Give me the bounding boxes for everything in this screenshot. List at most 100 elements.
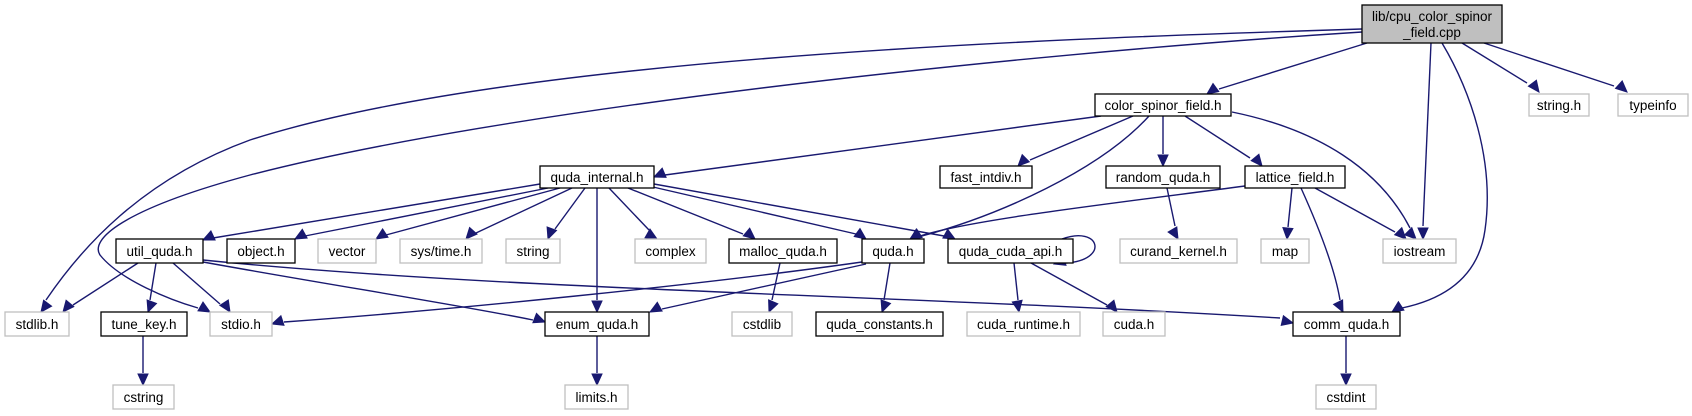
arrowhead-icon xyxy=(591,300,603,314)
node-box[interactable] xyxy=(100,311,188,337)
edge-line xyxy=(653,183,945,237)
node-malloc-quda-h[interactable]: malloc_quda.h xyxy=(728,238,838,264)
edge-quda-internal-h-to-util-quda-h xyxy=(201,183,541,241)
node-limits-h: limits.h xyxy=(564,384,629,410)
edge-line xyxy=(883,262,891,301)
node-root[interactable]: lib/cpu_color_spinor_field.cpp xyxy=(1361,4,1503,44)
node-box xyxy=(1617,93,1689,117)
edge-color-spinor-field-h-to-random-quda-h xyxy=(1157,116,1169,168)
node-box[interactable] xyxy=(1094,93,1232,117)
arrowhead-icon xyxy=(1417,227,1429,241)
node-fast-intdiv-h[interactable]: fast_intdiv.h xyxy=(939,165,1033,189)
edge-line xyxy=(1401,42,1488,309)
node-box xyxy=(209,311,273,337)
edge-line xyxy=(212,183,541,239)
edge-util-quda-h-to-tune-key-h xyxy=(146,262,158,314)
arrowhead-icon xyxy=(1332,299,1344,314)
arrowhead-icon xyxy=(532,312,547,324)
node-label: typeinfo xyxy=(1629,98,1676,113)
edge-lattice-field-h-to-map xyxy=(1282,187,1294,241)
node-box[interactable] xyxy=(1361,4,1503,44)
edge-quda-internal-h-to-malloc-quda-h xyxy=(627,187,756,240)
edge-util-quda-h-to-enum-quda-h xyxy=(202,261,547,324)
node-box[interactable] xyxy=(544,311,650,337)
edge-line xyxy=(1314,187,1396,233)
edge-line xyxy=(283,261,863,323)
node-box[interactable] xyxy=(861,238,925,264)
node-label: cuda_runtime.h xyxy=(977,317,1070,332)
edge-line xyxy=(1061,235,1096,264)
edge-line xyxy=(1231,111,1411,229)
edge-color-spinor-field-h-to-lattice-field-h xyxy=(1184,115,1263,167)
node-box xyxy=(634,238,707,264)
edge-line xyxy=(554,187,586,230)
arrowhead-icon xyxy=(201,229,216,241)
node-stdio-h: stdio.h xyxy=(209,311,273,337)
node-box[interactable] xyxy=(1292,311,1401,337)
edge-root-to-comm-quda-h xyxy=(1390,42,1488,313)
arrowhead-icon xyxy=(1340,373,1352,387)
edge-quda-h-to-quda-constants-h xyxy=(880,262,892,314)
edge-line xyxy=(1483,42,1615,87)
edge-line xyxy=(1287,187,1293,228)
edge-root-to-string-h xyxy=(1461,42,1540,93)
arrowhead-icon xyxy=(652,167,667,178)
edge-line xyxy=(385,187,561,236)
edge-line xyxy=(172,262,221,305)
arrowhead-icon xyxy=(1105,299,1118,313)
node-label: cstring xyxy=(124,390,164,405)
arrowhead-icon xyxy=(546,226,558,241)
edge-quda-cuda-api-h-to-cuda-runtime-h xyxy=(1011,262,1023,314)
node-lattice-field-h[interactable]: lattice_field.h xyxy=(1244,165,1346,189)
arrowhead-icon xyxy=(880,299,892,314)
node-enum-quda-h[interactable]: enum_quda.h xyxy=(544,311,650,337)
arrowhead-icon xyxy=(648,301,663,313)
node-util-quda-h[interactable]: util_quda.h xyxy=(115,238,204,264)
edge-quda-h-to-stdio-h xyxy=(270,261,863,326)
node-sys-time-h: sys/time.h xyxy=(399,238,483,264)
edge-line xyxy=(202,259,1281,319)
node-box xyxy=(399,238,483,264)
node-quda-constants-h[interactable]: quda_constants.h xyxy=(815,311,944,337)
arrowhead-icon xyxy=(465,226,478,240)
edge-line xyxy=(1461,42,1528,84)
edge-quda-h-to-enum-quda-h xyxy=(648,263,867,313)
arrowhead-icon xyxy=(591,373,603,387)
node-box[interactable] xyxy=(1105,165,1221,189)
arrowhead-icon xyxy=(146,299,158,314)
node-box[interactable] xyxy=(115,238,204,264)
node-box[interactable] xyxy=(815,311,944,337)
node-box[interactable] xyxy=(539,165,655,189)
node-quda-internal-h[interactable]: quda_internal.h xyxy=(539,165,655,189)
node-box xyxy=(1260,238,1310,264)
edge-line xyxy=(661,263,867,310)
node-label: limits.h xyxy=(575,390,617,405)
node-quda-h[interactable]: quda.h xyxy=(861,238,925,264)
node-label: curand_kernel.h xyxy=(1130,244,1227,259)
node-box[interactable] xyxy=(939,165,1033,189)
node-object-h[interactable]: object.h xyxy=(226,238,296,264)
node-box[interactable] xyxy=(226,238,296,264)
edge-quda-internal-h-to-enum-quda-h xyxy=(591,188,603,314)
node-label: fast_intdiv.h xyxy=(950,170,1021,185)
edge-root-to-typeinfo xyxy=(1483,42,1628,93)
edge-line xyxy=(475,187,573,234)
node-quda-cuda-api-h[interactable]: quda_cuda_api.h xyxy=(947,238,1074,264)
node-tune-key-h[interactable]: tune_key.h xyxy=(100,311,188,337)
node-box[interactable] xyxy=(728,238,838,264)
edge-lattice-field-h-to-iostream xyxy=(1314,187,1407,240)
edge-tune-key-h-to-cstring xyxy=(137,336,149,387)
arrowhead-icon xyxy=(374,227,389,240)
node-box xyxy=(1315,384,1377,410)
node-label: complex xyxy=(645,244,696,259)
node-random-quda-h[interactable]: random_quda.h xyxy=(1105,165,1221,189)
node-box xyxy=(564,384,629,410)
node-label: cstdint xyxy=(1326,390,1365,405)
node-box[interactable] xyxy=(947,238,1074,264)
node-cstdlib: cstdlib xyxy=(731,311,793,337)
edge-line xyxy=(627,187,744,235)
node-comm-quda-h[interactable]: comm_quda.h xyxy=(1292,311,1401,337)
edge-util-quda-h-to-stdio-h xyxy=(172,262,231,314)
node-box[interactable] xyxy=(1244,165,1346,189)
node-color-spinor-field-h[interactable]: color_spinor_field.h xyxy=(1094,93,1232,117)
